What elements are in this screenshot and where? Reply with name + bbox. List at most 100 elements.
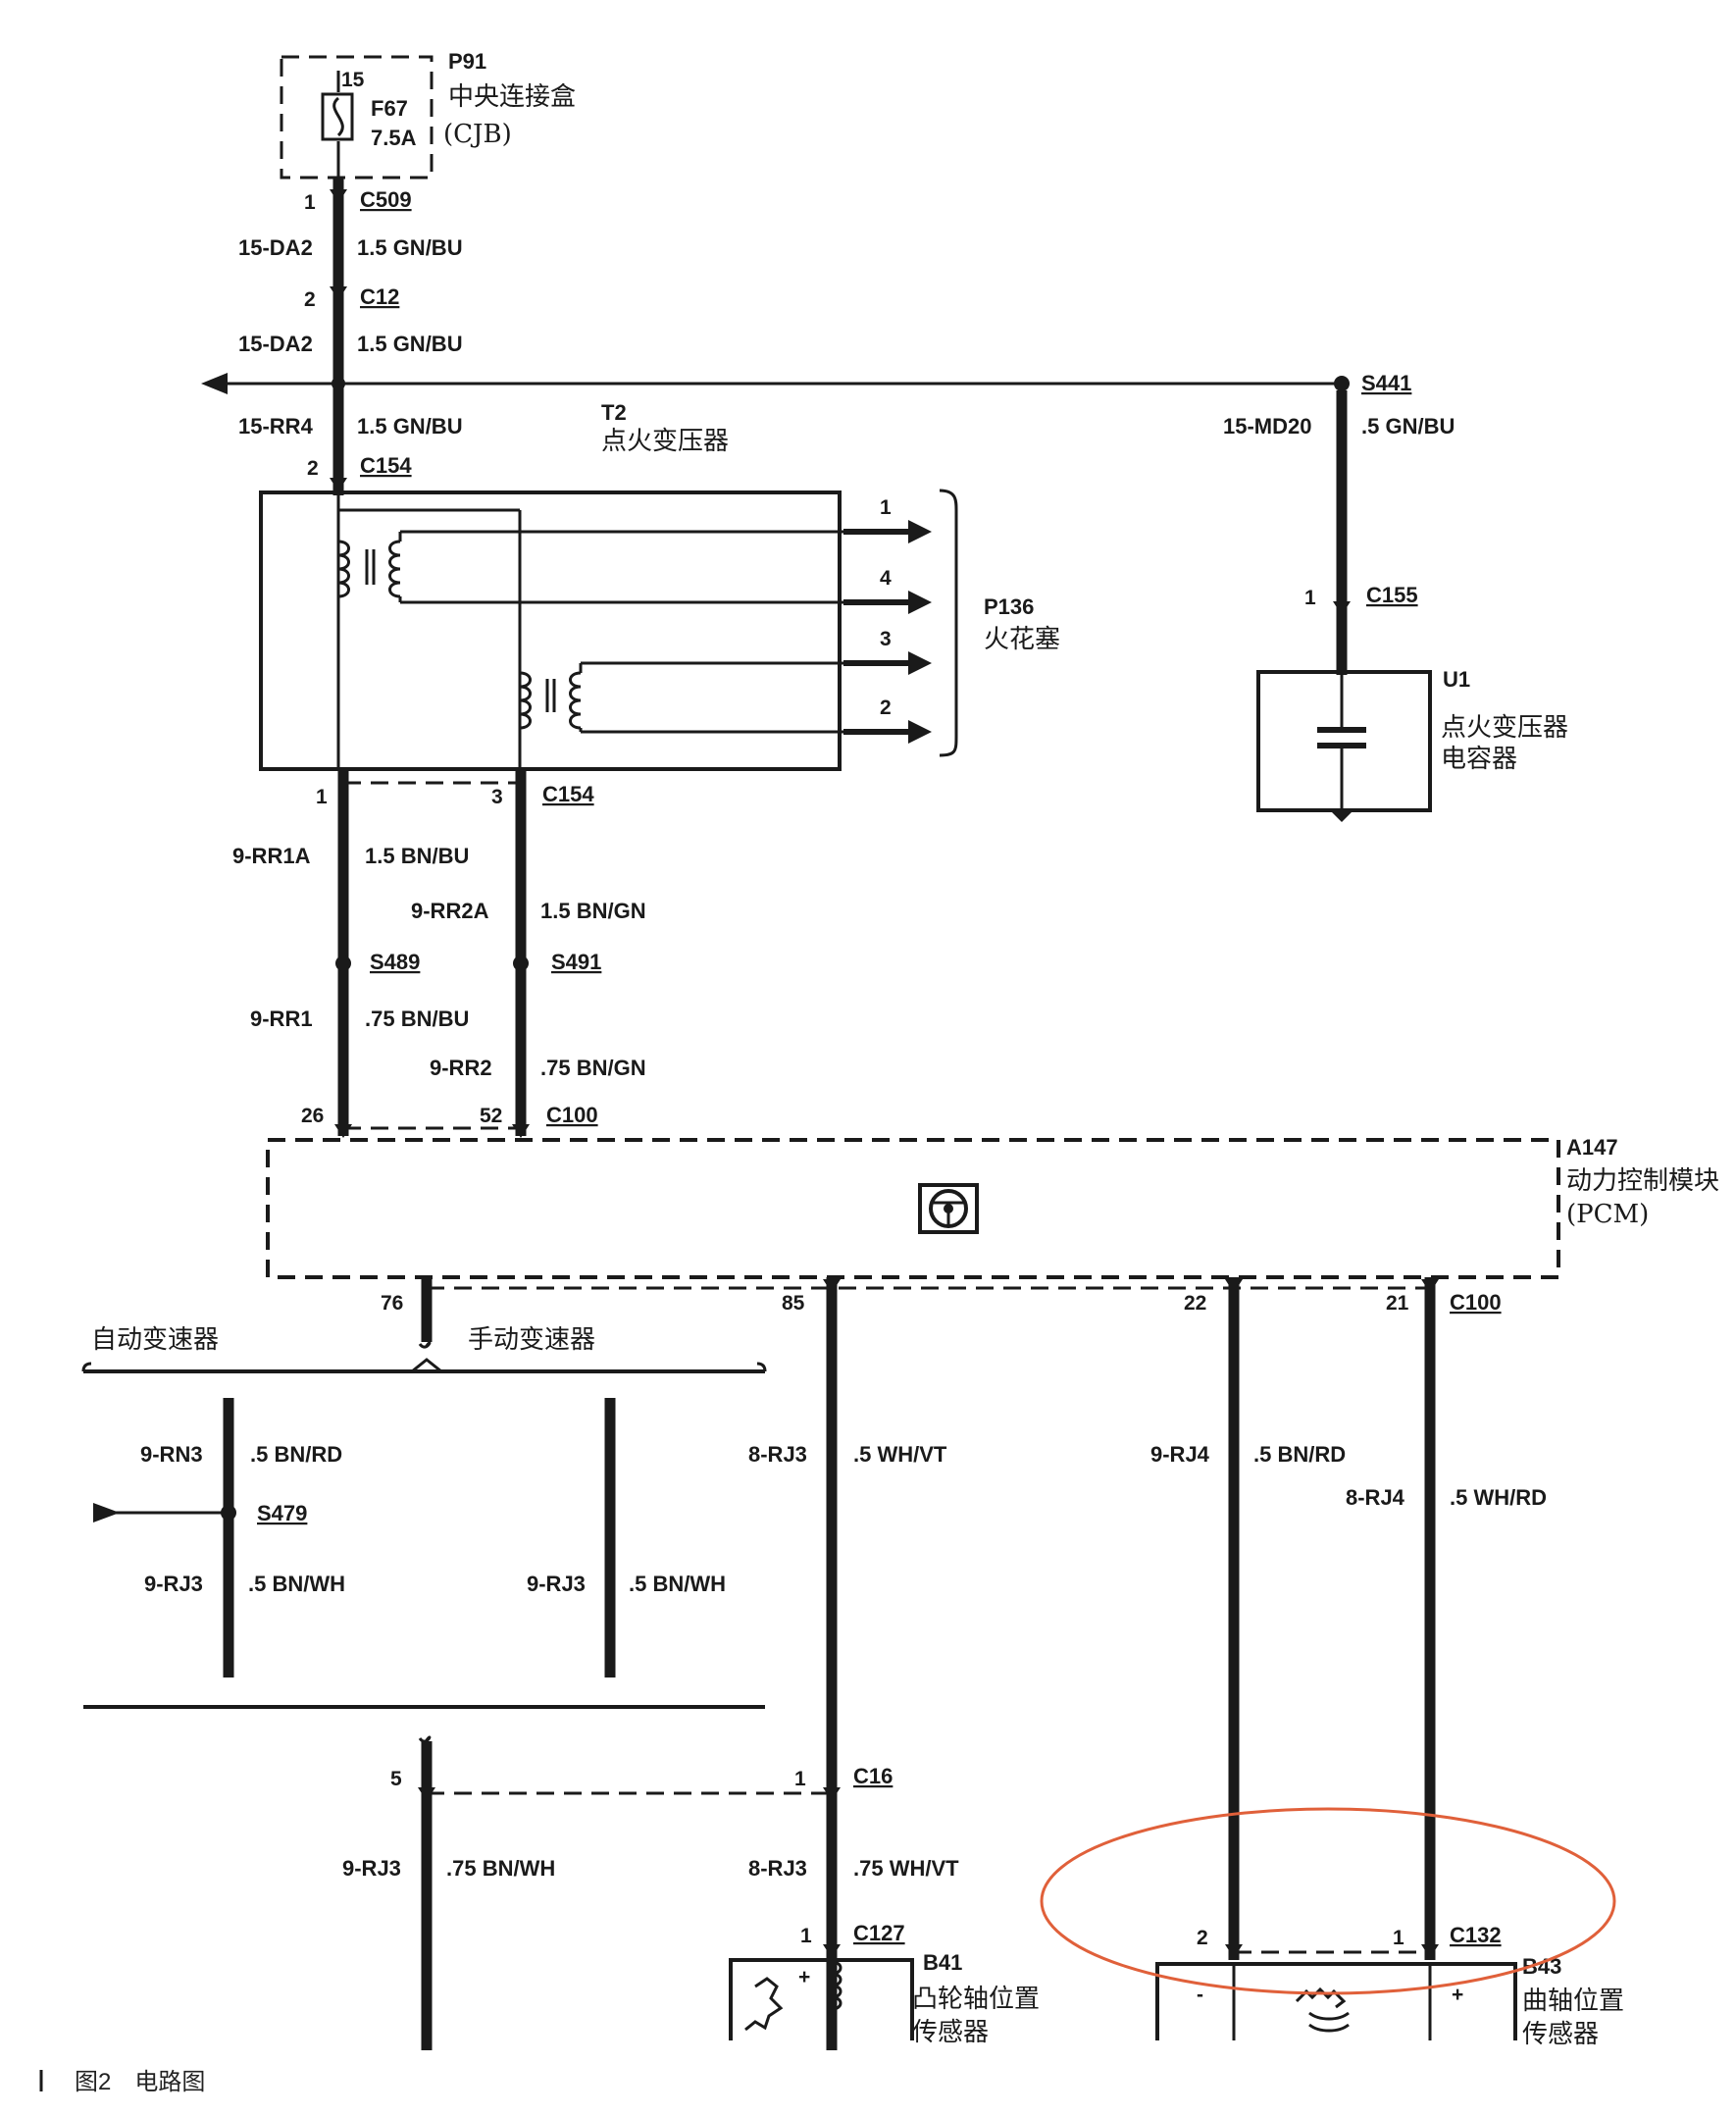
- t2-ignition-transformer: [259, 490, 842, 771]
- w1-circuit: 15-DA2: [238, 235, 313, 260]
- rn3-spec: .5 BN/RD: [250, 1442, 342, 1467]
- secondary-coil-1-icon: [388, 540, 401, 598]
- fuse-rating: 7.5A: [371, 126, 417, 150]
- p136-output-4: 2: [880, 697, 892, 719]
- c509-label: C509: [360, 187, 412, 212]
- c100-pin-21: 21: [1386, 1292, 1409, 1315]
- p91-id: P91: [448, 49, 486, 74]
- c155-pin: 1: [1304, 587, 1316, 609]
- u1-id: U1: [1443, 667, 1470, 692]
- a147-name: 动力控制模块: [1566, 1166, 1719, 1196]
- s441-spec: .5 GN/BU: [1361, 414, 1455, 439]
- 8rj3-circuit: 8-RJ3: [748, 1442, 807, 1467]
- w2-spec: 1.5 GN/BU: [357, 332, 463, 356]
- rr1a-spec: 1.5 BN/BU: [365, 844, 469, 868]
- p91-abbr: (CJB): [443, 120, 512, 149]
- rn3-circuit: 9-RN3: [140, 1442, 203, 1467]
- p136-bracket: [939, 489, 958, 757]
- 8rj3-low-spec: .75 WH/VT: [853, 1856, 959, 1881]
- t2-name: 点火变压器: [601, 427, 729, 456]
- t2-c154-label: C154: [360, 453, 412, 478]
- p136-output-1: 1: [880, 496, 892, 519]
- 8rj4-spec: .5 WH/RD: [1450, 1485, 1547, 1510]
- c100-top-pin-left: 26: [301, 1105, 324, 1127]
- spark-plug-outputs: [843, 520, 932, 744]
- rj3-low-circuit: 9-RJ3: [342, 1856, 401, 1881]
- w1-spec: 1.5 GN/BU: [357, 235, 463, 260]
- primary-coil-2-icon: [519, 671, 532, 730]
- u1-name-2: 电容器: [1441, 745, 1517, 774]
- cam-gear-icon: [744, 1977, 784, 2032]
- c12-pin: 2: [304, 288, 316, 311]
- s441-splice: [1334, 376, 1350, 391]
- rj3-manual-spec: .5 BN/WH: [629, 1572, 726, 1596]
- b43-name-2: 传感器: [1522, 2020, 1599, 2049]
- rr1-spec: .75 BN/BU: [365, 1006, 469, 1031]
- p91-junction-box: [280, 55, 434, 180]
- s479-label: S479: [257, 1501, 307, 1525]
- c132-label: C132: [1450, 1923, 1502, 1947]
- c132-pin-right: 1: [1393, 1927, 1404, 1949]
- c100-top-label: C100: [546, 1103, 598, 1127]
- c100-top-pin-right: 52: [480, 1105, 502, 1127]
- rr2-spec: .75 BN/GN: [540, 1056, 646, 1080]
- c132-pin-left: 2: [1197, 1927, 1208, 1949]
- s489-label: S489: [370, 950, 420, 974]
- figure-caption: 图2 电路图: [75, 2069, 205, 2095]
- primary-coil-1-icon: [337, 540, 350, 598]
- a147-pcm-module: [266, 1138, 1560, 1279]
- c100-pin-22: 22: [1184, 1292, 1206, 1315]
- rj3-manual-circuit: 9-RJ3: [527, 1572, 586, 1596]
- c154-bottom-pin-left: 1: [316, 786, 328, 808]
- p91-fuse-pin: 15: [341, 69, 365, 91]
- c16-label: C16: [853, 1764, 893, 1788]
- p136-output-3: 3: [880, 628, 892, 650]
- highlight-ellipse: [1040, 1807, 1616, 1995]
- u1-name-1: 点火变压器: [1441, 713, 1568, 743]
- b41-name-2: 传感器: [912, 2018, 989, 2047]
- 8rj3-low-circuit: 8-RJ3: [748, 1856, 807, 1881]
- svg-text:+: +: [1452, 1984, 1463, 2006]
- p136-name: 火花塞: [984, 625, 1060, 654]
- arrow-right-icon: [93, 1503, 120, 1522]
- c12-label: C12: [360, 284, 399, 309]
- t2-id: T2: [601, 400, 627, 425]
- c509-pin: 1: [304, 191, 316, 214]
- c127-label: C127: [853, 1921, 905, 1945]
- c154-bottom-label: C154: [542, 782, 594, 806]
- 9rj4-circuit: 9-RJ4: [1150, 1442, 1210, 1467]
- b41-coil-icon: [831, 1960, 842, 2011]
- rj3-low-spec: .75 BN/WH: [446, 1856, 555, 1881]
- b41-cam-sensor: [729, 1958, 914, 2040]
- c127-pin: 1: [800, 1925, 812, 1947]
- a147-abbr: (PCM): [1566, 1200, 1649, 1229]
- b43-crank-sensor: [1155, 1962, 1517, 2040]
- c100-pin-76: 76: [381, 1292, 403, 1315]
- 8rj4-circuit: 8-RJ4: [1346, 1485, 1405, 1510]
- c155-label: C155: [1366, 583, 1418, 607]
- ground-icon: [1332, 812, 1352, 822]
- p136-id: P136: [984, 594, 1034, 619]
- fuse-f67-icon: [321, 92, 354, 141]
- s491-splice: [513, 955, 529, 971]
- p136-output-2: 4: [880, 567, 892, 590]
- secondary-coil-2-icon: [569, 671, 582, 730]
- b41-id: B41: [923, 1950, 962, 1975]
- c100-bottom-label: C100: [1450, 1290, 1502, 1315]
- s441-label: S441: [1361, 371, 1411, 395]
- p91-name: 中央连接盒: [448, 82, 576, 112]
- c16-pin-right: 1: [794, 1768, 806, 1790]
- crank-gear-icon: [1295, 1987, 1350, 2033]
- 9rj4-spec: .5 BN/RD: [1253, 1442, 1346, 1467]
- manual-trans-label: 手动变速器: [468, 1325, 595, 1355]
- a147-id: A147: [1566, 1135, 1618, 1160]
- rr2a-spec: 1.5 BN/GN: [540, 899, 646, 923]
- steering-wheel-icon: [918, 1183, 979, 1234]
- b41-name-1: 凸轮轴位置: [912, 1985, 1040, 2014]
- c16-pin-left: 5: [390, 1768, 402, 1790]
- s441-circuit: 15-MD20: [1223, 414, 1311, 439]
- svg-text:-: -: [1197, 1984, 1203, 2006]
- rr2a-circuit: 9-RR2A: [411, 899, 489, 923]
- s491-label: S491: [551, 950, 601, 974]
- rr1-circuit: 9-RR1: [250, 1006, 313, 1031]
